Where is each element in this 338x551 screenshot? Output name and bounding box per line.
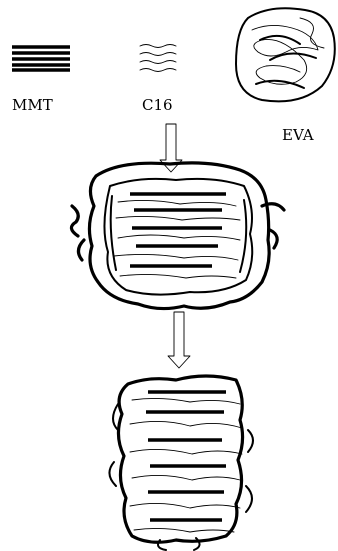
- eva-polymer-coil: [236, 8, 335, 101]
- c16-chains: [140, 45, 176, 72]
- exfoliated-structure: [109, 376, 253, 550]
- intercalated-structure: [71, 163, 284, 309]
- mmt-platelet-stack: [12, 47, 70, 70]
- mmt-label: MMT: [12, 98, 53, 113]
- arrow-down-icon: [168, 312, 190, 368]
- eva-label: EVA: [282, 128, 314, 143]
- c16-label: C16: [142, 98, 173, 113]
